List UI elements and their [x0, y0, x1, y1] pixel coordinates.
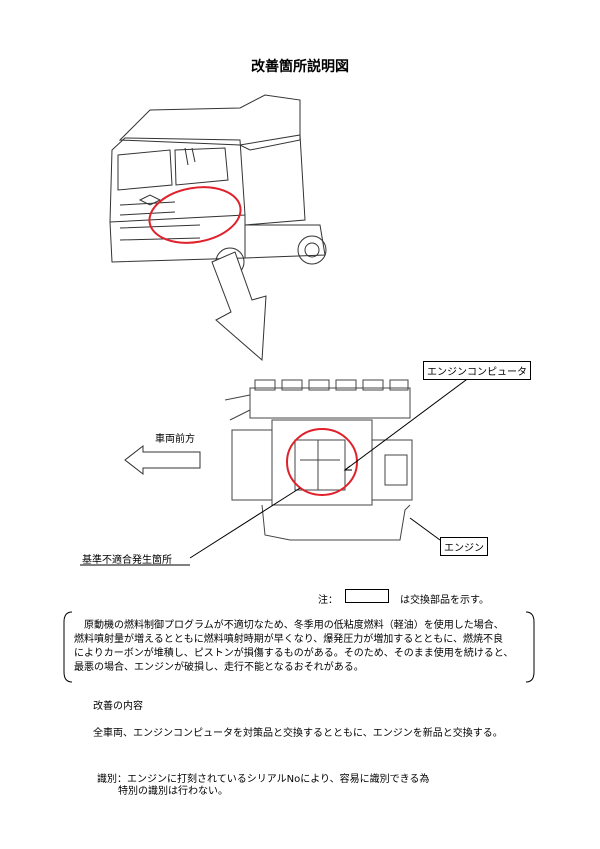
engine-label: エンジン — [440, 537, 488, 556]
note-suffix: は交換部品を示す。 — [400, 595, 489, 606]
front-arrow-icon — [124, 444, 201, 476]
vehicle-front-label: 車両前方 — [155, 434, 195, 445]
left-bracket — [63, 611, 73, 683]
description-line: 原動機の燃料制御プログラムが不適切なため、冬季用の低粘度燃料（軽油）を使用した場… — [74, 620, 504, 631]
description: 原動機の燃料制御プログラムが不適切なため、冬季用の低粘度燃料（軽油）を使用した場… — [74, 619, 513, 675]
description-line: によりカーボンが堆積し、ピストンが損傷するものがある。そのため、そのまま使用を続… — [74, 648, 514, 659]
description-line: 最悪の場合、エンジンが破損し、走行不能となるおそれがある。 — [74, 662, 364, 673]
defect-leader-line — [189, 487, 301, 559]
big-arrow-icon — [211, 251, 267, 362]
engine-drawing — [224, 379, 413, 541]
identification-line2: 特別の識別は行わない。 — [118, 786, 228, 797]
defect-location-label: 基準不適合発生箇所 — [82, 555, 172, 566]
improvement-heading: 改善の内容 — [93, 701, 143, 712]
engine-highlight-circle — [286, 428, 358, 496]
improvement-text: 全車両、エンジンコンピュータを対策品と交換するとともに、エンジンを新品と交換する… — [93, 728, 503, 739]
note-prefix: 注： — [318, 595, 338, 606]
description-line: 燃料噴射量が増えるとともに燃料噴射時期が早くなり、爆発圧力が増加するとともに、燃… — [74, 634, 503, 645]
truck-drawing — [109, 94, 327, 277]
right-bracket — [525, 611, 535, 683]
engine-leader-line — [409, 517, 441, 541]
ecu-leader-line — [344, 376, 471, 471]
truck-highlight-circle — [148, 186, 242, 244]
note-sample-box — [345, 589, 389, 603]
page-title: 改善箇所説明図 — [251, 59, 349, 75]
engine-computer-label: エンジンコンピュータ — [423, 361, 531, 380]
identification-line1: 識別：エンジンに打刻されているシリアルNoにより、容易に識別できる為 — [97, 774, 430, 785]
